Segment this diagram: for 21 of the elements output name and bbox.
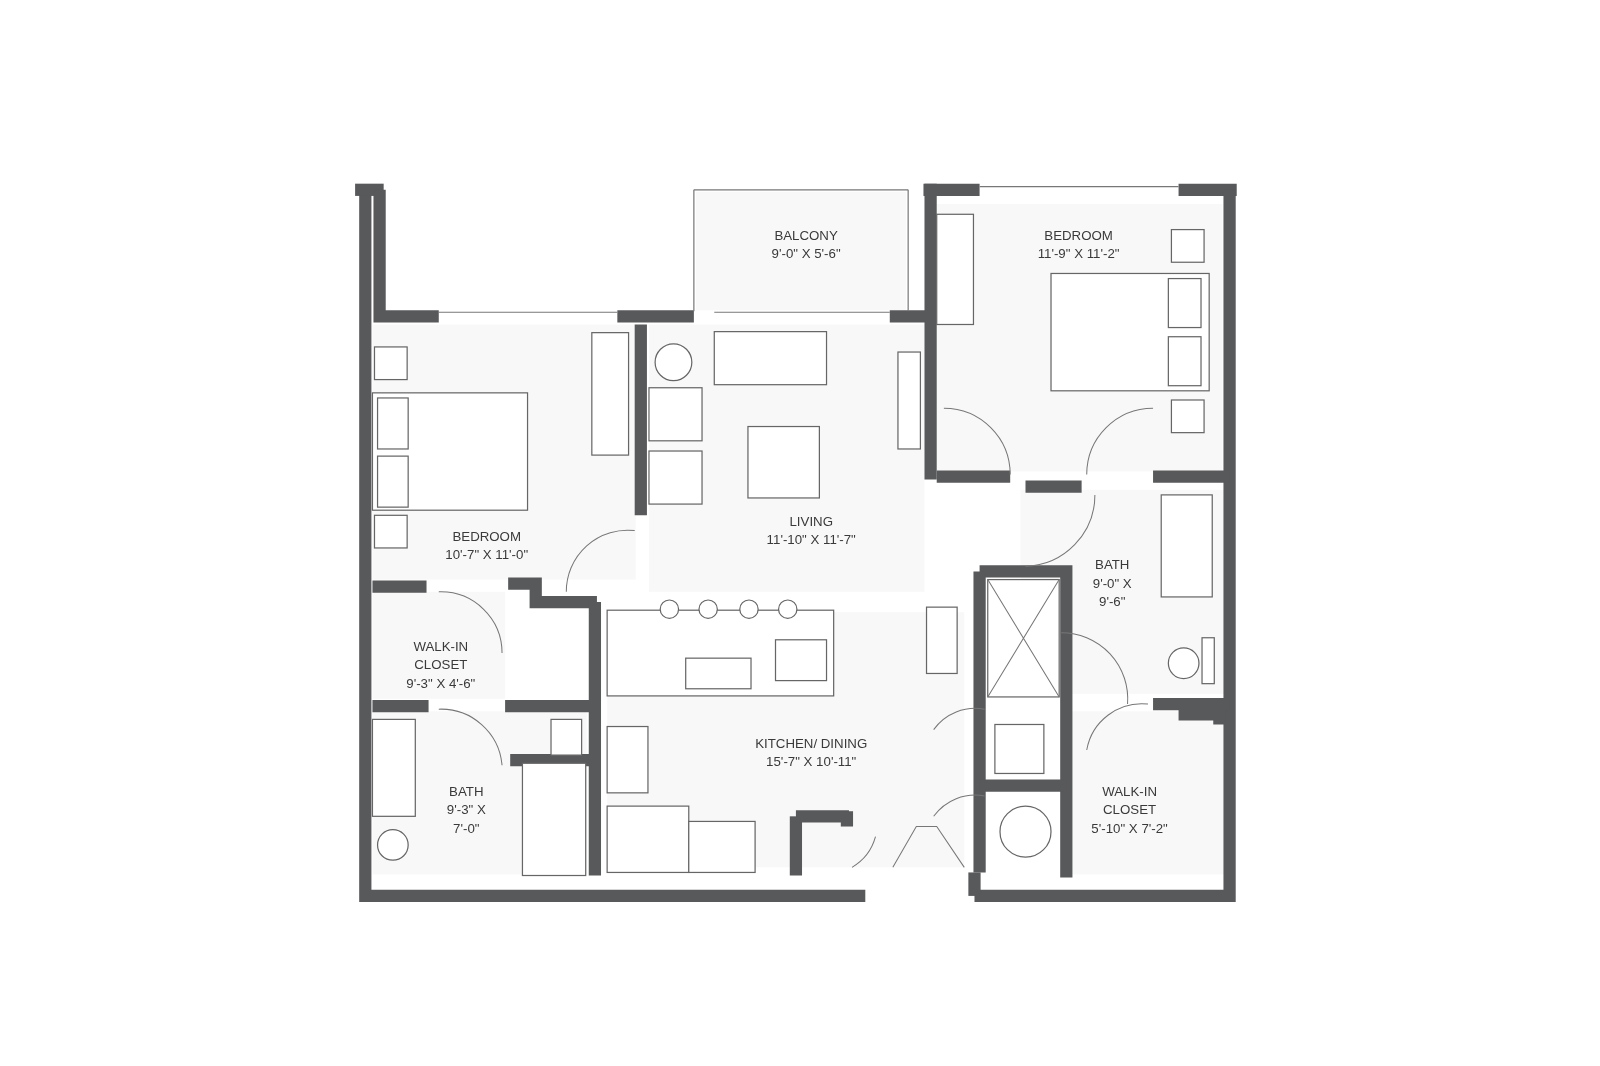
room-name: BEDROOM bbox=[451, 527, 522, 546]
room-dimensions: 11'-10" X 11'-7" bbox=[765, 530, 857, 549]
room-name: LIVING bbox=[788, 512, 834, 531]
room-dimensions: 9'-0" X 9'-6" bbox=[1091, 574, 1133, 612]
room-area bbox=[1071, 711, 1225, 875]
room-dimensions: 15'-7" X 10'-11" bbox=[765, 753, 858, 772]
room-dimensions: 10'-7" X 11'-0" bbox=[444, 545, 530, 565]
room-name: BATH bbox=[1094, 556, 1131, 575]
room-dimensions: 9'-3" X 4'-6" bbox=[405, 674, 477, 693]
room-name: BATH bbox=[448, 782, 485, 801]
room-area bbox=[695, 191, 907, 311]
room-name: BALCONY bbox=[773, 226, 839, 245]
room-dimensions: 5'-10" X 7'-2" bbox=[1090, 819, 1169, 838]
room-dimensions: 11'-9" X 11'-2" bbox=[1036, 244, 1121, 264]
room-name: WALK-IN CLOSET bbox=[412, 637, 470, 675]
room-area bbox=[372, 591, 506, 699]
room-name: KITCHEN/ DINING bbox=[754, 734, 869, 753]
room-name: WALK-IN CLOSET bbox=[1101, 782, 1158, 820]
room-dimensions: 9'-3" X 7'-0" bbox=[445, 801, 487, 838]
room-name: BEDROOM bbox=[1043, 226, 1114, 245]
room-dimensions: 9'-0" X 5'-6" bbox=[770, 244, 842, 264]
